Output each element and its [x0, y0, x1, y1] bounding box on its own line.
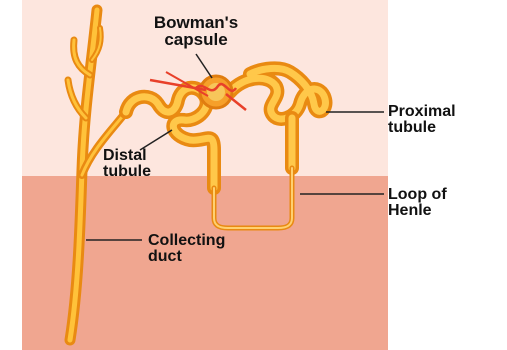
label-collecting-line2: duct	[148, 249, 225, 265]
label-loop-of-henle: Loop of Henle	[388, 187, 447, 219]
label-proximal-line1: Proximal	[388, 104, 456, 120]
label-bowmans-line2: capsule	[132, 31, 260, 48]
label-proximal-line2: tubule	[388, 120, 456, 136]
label-proximal-tubule: Proximal tubule	[388, 104, 456, 136]
label-loop-line1: Loop of	[388, 187, 447, 203]
label-collecting-line1: Collecting	[148, 233, 225, 249]
label-bowmans-line1: Bowman's	[132, 14, 260, 31]
label-distal-tubule: Distal tubule	[103, 148, 151, 180]
label-loop-line2: Henle	[388, 203, 447, 219]
label-collecting-duct: Collecting duct	[148, 233, 225, 265]
label-distal-line1: Distal	[103, 148, 151, 164]
label-distal-line2: tubule	[103, 164, 151, 180]
label-bowmans-capsule: Bowman's capsule	[132, 14, 260, 48]
